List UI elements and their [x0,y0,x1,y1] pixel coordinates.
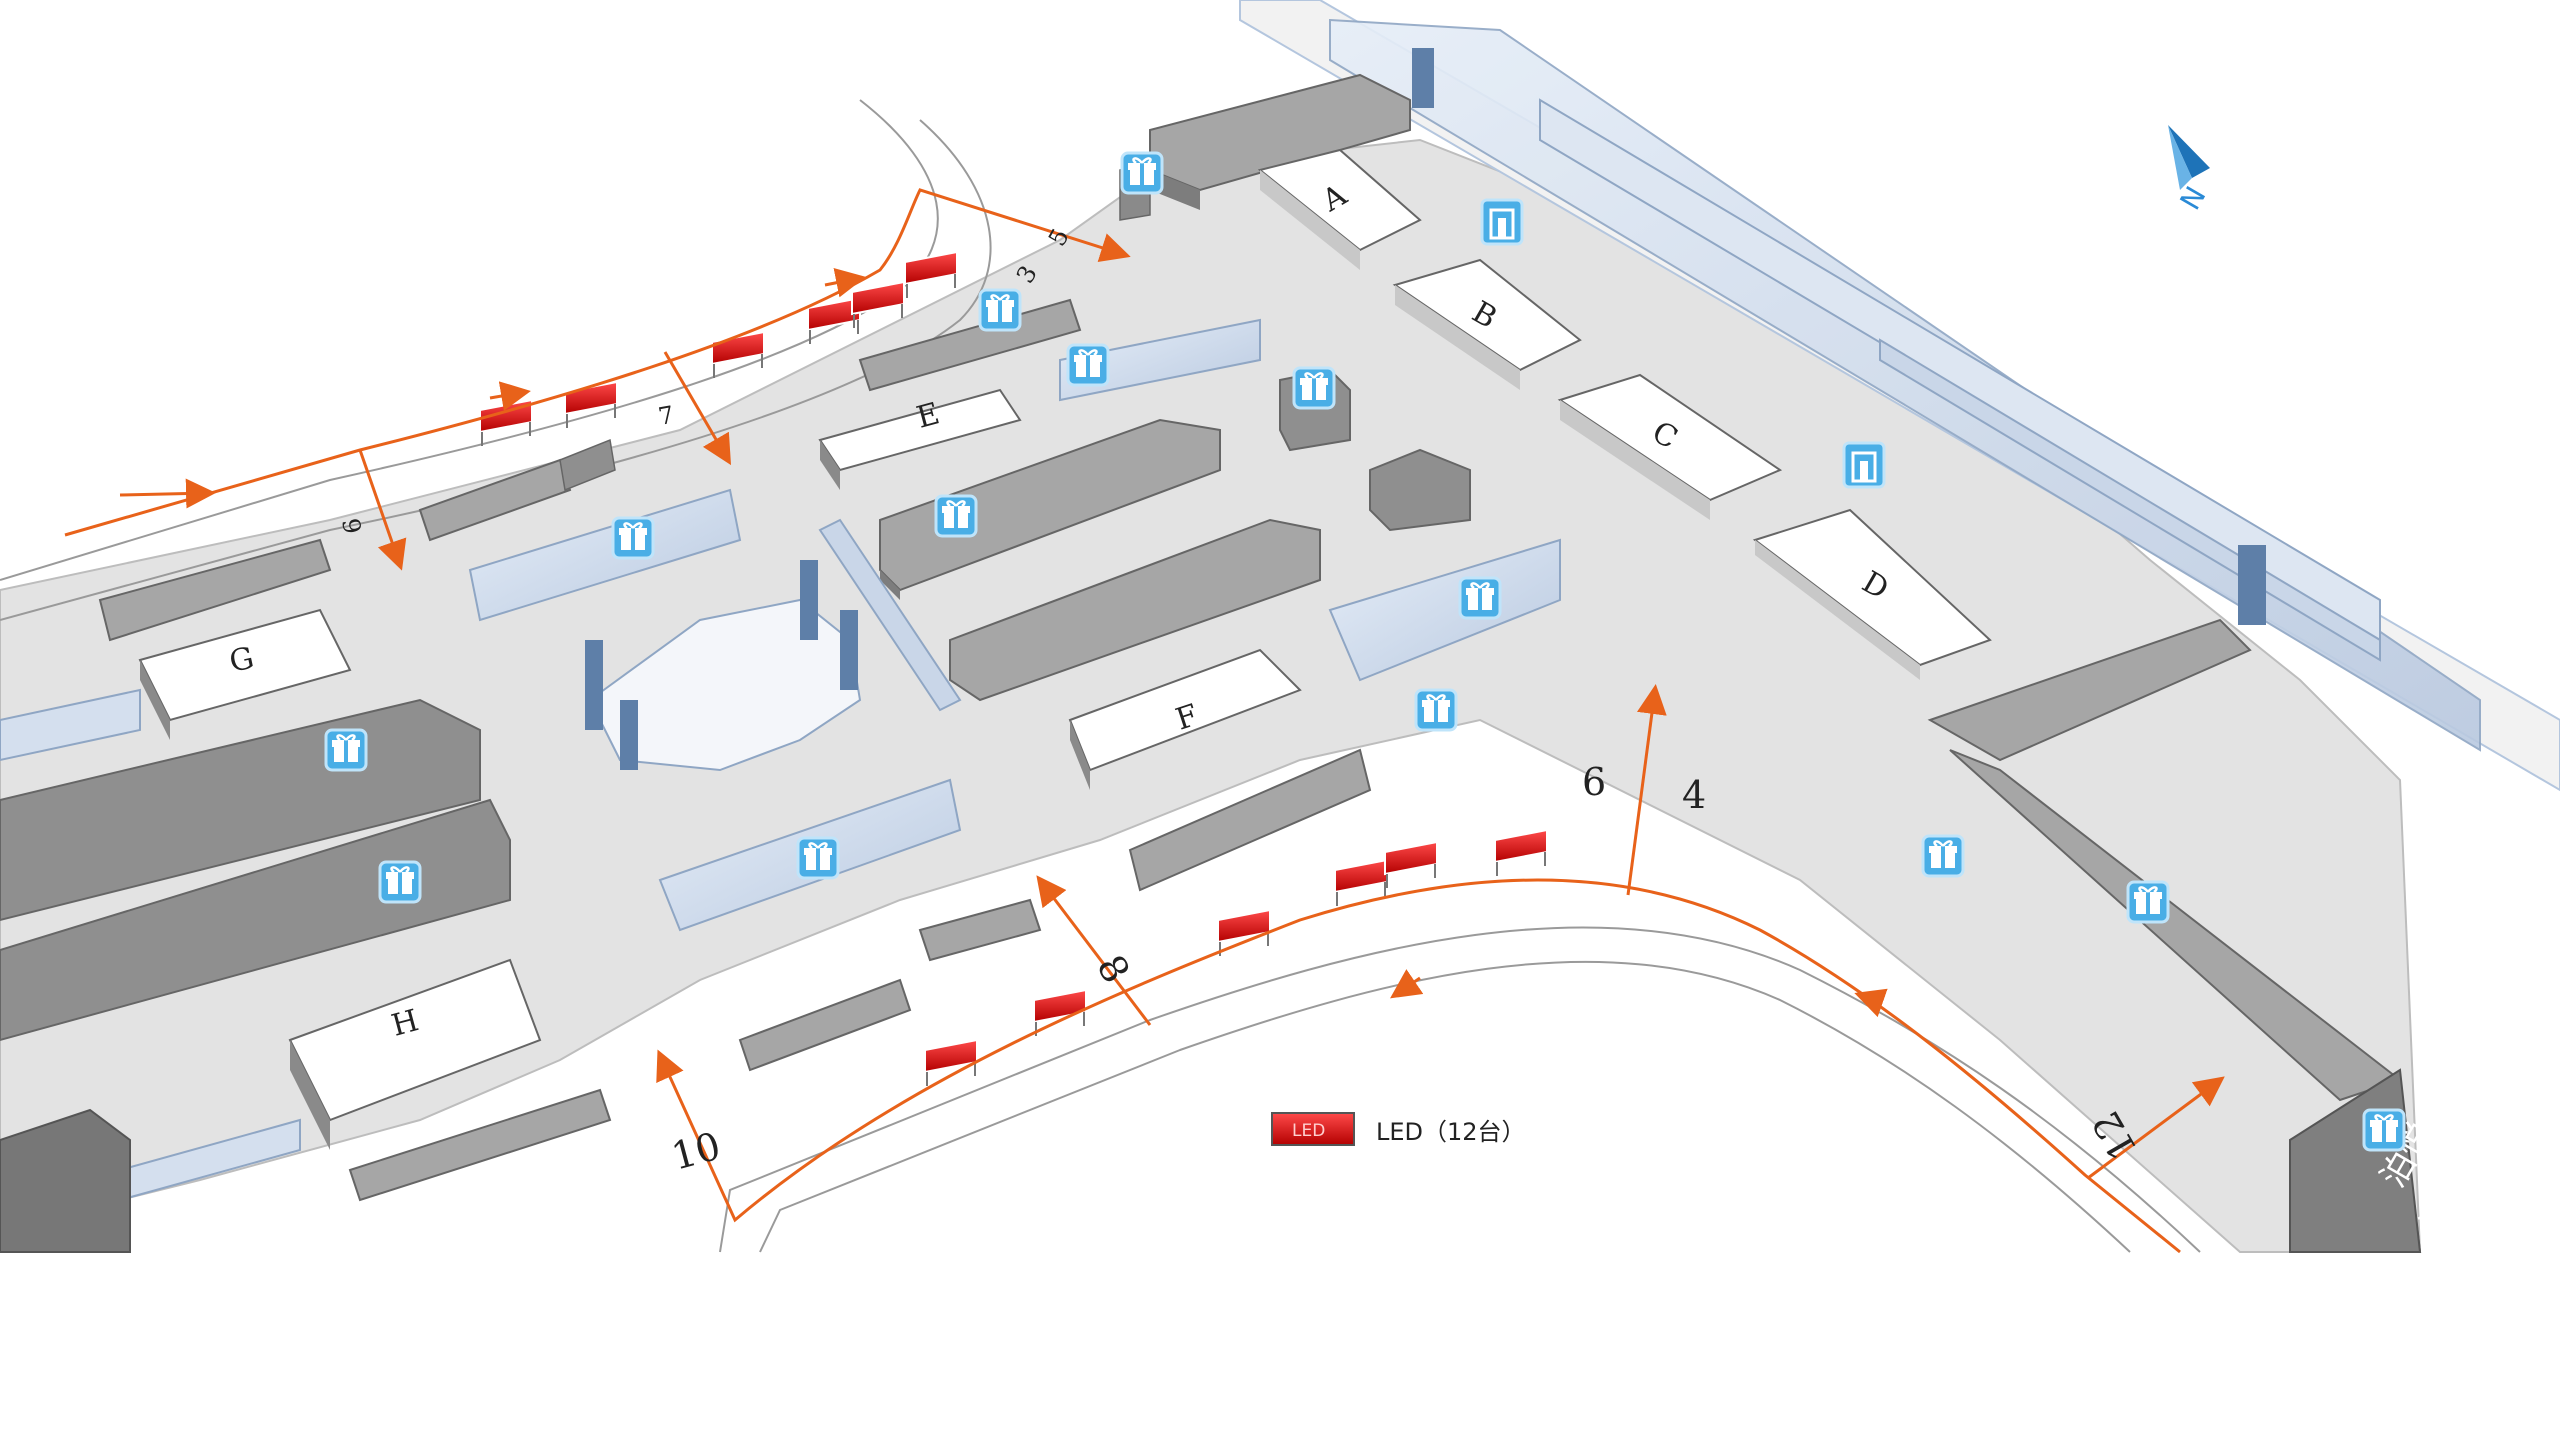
halls: A B C D E F G [138,148,1992,1150]
gate-4-label: 4 [1682,773,1706,817]
road-southeast [719,926,2201,1253]
hotel-label-line2: 酒店 [2413,1161,2482,1240]
hall-h: H [288,958,542,1150]
gift-icon[interactable] [978,288,1022,332]
route-northwest [64,188,1131,537]
hall-e: E [818,388,1022,490]
gift-icon[interactable] [796,836,840,880]
gift-icon[interactable] [611,516,655,560]
gift-icon[interactable] [1414,688,1458,732]
compass: N [2168,125,2213,216]
legend-led-swatch-label: LED [1292,1121,1325,1141]
gate-9-label: 9 [336,516,366,536]
hall-a: A [1257,148,1422,270]
legend: LED LED（12台） [1271,1112,1526,1146]
north-arrow-icon [2168,125,2210,178]
gate-7-label: 7 [656,401,676,431]
gift-icon[interactable] [2362,1108,2406,1152]
led-board [711,331,765,379]
gate-6-label: 6 [1582,760,1606,804]
hall-d: D [1752,508,1992,680]
gate-labels: 3 5 7 9 6 4 8 10 12 [336,224,2146,1179]
gate-10-label: 10 [667,1124,725,1179]
gift-icon[interactable] [1066,343,1110,387]
gift-icon[interactable] [324,728,368,772]
legend-led-swatch [1271,1112,1355,1146]
led-board [1384,841,1438,889]
central-atrium [588,598,862,772]
led-board [1494,829,1548,877]
led-board [924,1039,978,1087]
hall-b: B [1392,258,1582,390]
legend-text: LED（12台） [1376,1118,1526,1146]
east-glass-corridor [1329,18,2481,752]
gift-icon[interactable] [1292,366,1336,410]
gift-icon[interactable] [378,860,422,904]
gift-icon[interactable] [1458,576,1502,620]
gift-icon[interactable] [1120,151,1164,195]
security-gate-icon[interactable] [1480,198,1524,246]
security-gate-icon[interactable] [1842,441,1886,489]
hall-f: F [1068,648,1302,790]
led-board [904,251,958,299]
route-southeast [656,878,2181,1254]
gift-icon[interactable] [1921,834,1965,878]
gift-icon[interactable] [2126,880,2170,924]
gift-icon[interactable] [934,494,978,538]
hall-g: G [138,608,352,740]
routes [64,188,2225,1254]
hall-c: C [1557,373,1783,520]
